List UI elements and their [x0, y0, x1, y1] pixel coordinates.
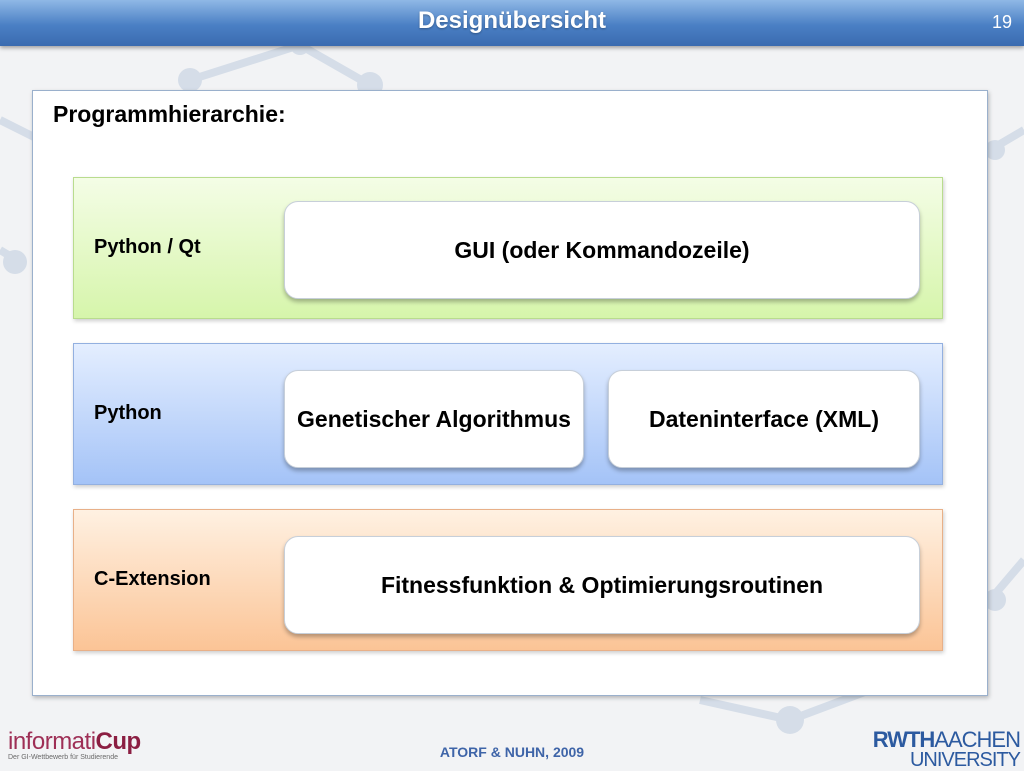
layer-label: Python [94, 402, 162, 424]
footer-authors: ATORF & NUHN, 2009 [439, 744, 585, 760]
fitness-function-box: Fitnessfunktion & Optimierungsroutinen [284, 536, 920, 634]
logo-tagline: Der GI-Wettbewerb für Studierende [8, 754, 118, 761]
content-panel: Programmhierarchie: Python / Qt GUI (ode… [32, 90, 988, 696]
page-number: 19 [991, 12, 1012, 32]
data-interface-box: Dateninterface (XML) [608, 370, 920, 468]
layer-python-qt: Python / Qt GUI (oder Kommandozeile) [73, 177, 943, 319]
informaticup-logo: informatiCup Der GI-Wettbewerb für Studi… [8, 728, 141, 761]
layer-label: Python / Qt [94, 236, 201, 258]
slide-title: Designübersicht [417, 7, 607, 34]
panel-title: Programmhierarchie: [53, 101, 286, 127]
genetic-algorithm-box: Genetischer Algorithmus [284, 370, 584, 468]
rwth-logo: RWTHAACHEN UNIVERSITY [872, 727, 1021, 771]
layer-c-extension: C-Extension Fitnessfunktion & Optimierun… [73, 509, 943, 651]
title-bar: Designübersicht 19 [0, 0, 1024, 46]
gui-box: GUI (oder Kommandozeile) [284, 201, 920, 299]
logo-text-aachen: AACHEN [934, 727, 1021, 752]
layer-label: C-Extension [94, 568, 211, 590]
layer-python: Python Genetischer Algorithmus Dateninte… [73, 343, 943, 485]
logo-text-university: UNIVERSITY [909, 748, 1021, 771]
logo-text-rwth: RWTH [872, 727, 936, 752]
logo-text-informati: informati [8, 728, 96, 755]
logo-text-cup: Cup [95, 728, 142, 755]
